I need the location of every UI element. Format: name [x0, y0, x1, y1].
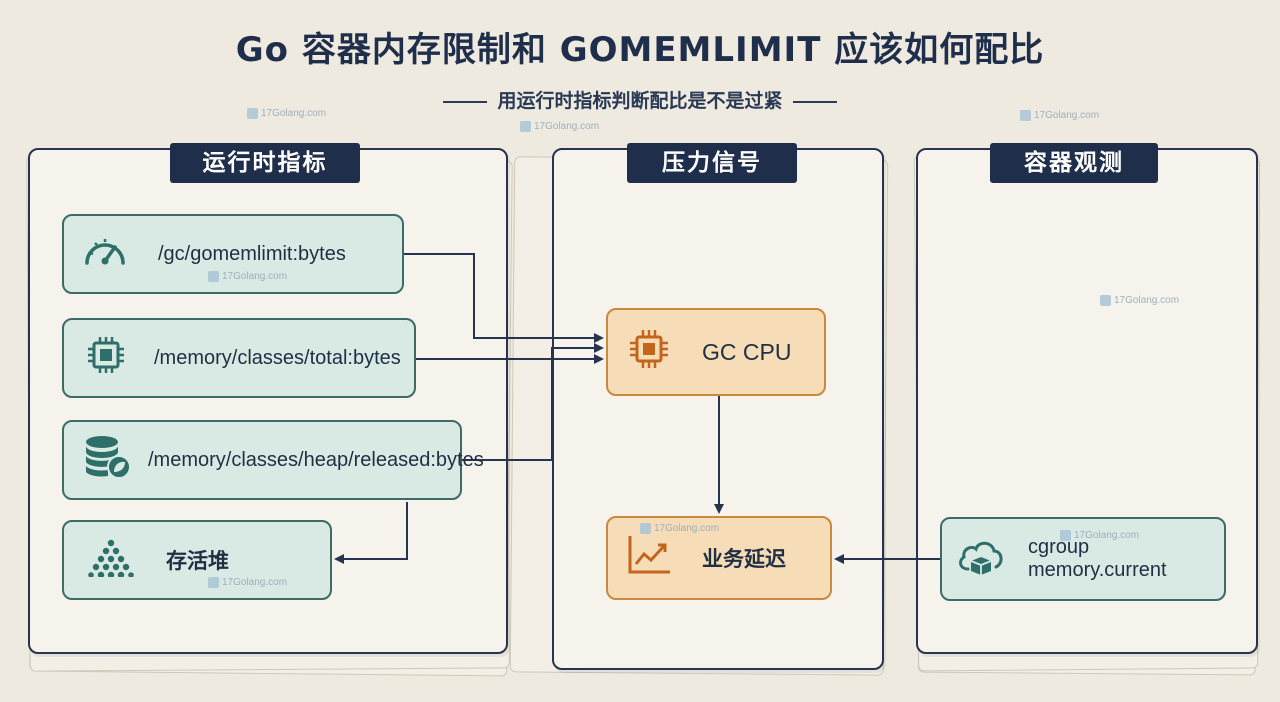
- arrow-gomemlimit-to-gccpu: [404, 253, 604, 343]
- node-live-heap-label: 存活堆: [166, 549, 229, 573]
- cpu-icon: [628, 328, 670, 376]
- node-business-latency-label: 业务延迟: [702, 547, 786, 571]
- watermark: 17Golang.com: [1060, 530, 1139, 541]
- node-heap-released: /memory/classes/heap/released:bytes: [62, 420, 484, 500]
- node-gomemlimit-label: /gc/gomemlimit:bytes: [158, 242, 346, 265]
- cloud-box-icon: [956, 535, 1006, 583]
- node-memory-total: /memory/classes/total:bytes: [62, 318, 416, 398]
- chip-icon: [86, 335, 126, 381]
- page-title: Go 容器内存限制和 GOMEMLIMIT 应该如何配比: [235, 30, 1045, 70]
- watermark: 17Golang.com: [208, 271, 287, 282]
- trend-chart-icon: [626, 534, 672, 582]
- watermark: 17Golang.com: [247, 108, 326, 119]
- panel-header-pressure: 压力信号: [627, 143, 797, 183]
- node-cgroup-memory-label: cgroup memory.current: [1028, 536, 1167, 581]
- watermark: 17Golang.com: [640, 523, 719, 534]
- node-memory-total-label: /memory/classes/total:bytes: [154, 346, 401, 369]
- subtitle-dash-right: [792, 100, 837, 103]
- node-gc-cpu: GC CPU: [606, 308, 826, 396]
- gauge-icon: [82, 231, 128, 277]
- watermark: 17Golang.com: [1020, 110, 1099, 121]
- panel-header-container: 容器观测: [990, 143, 1158, 183]
- arrow-released-to-gccpu: [462, 343, 604, 461]
- page-subtitle: 用运行时指标判断配比是不是过紧: [0, 86, 1280, 113]
- panel-header-runtime: 运行时指标: [170, 143, 360, 183]
- watermark: 17Golang.com: [1100, 295, 1179, 306]
- subtitle-dash-left: [443, 100, 488, 103]
- watermark: 17Golang.com: [520, 121, 599, 132]
- dot-pyramid-icon: [86, 537, 136, 583]
- node-gomemlimit: /gc/gomemlimit:bytes: [62, 214, 404, 294]
- node-live-heap: 存活堆: [62, 520, 332, 600]
- node-gc-cpu-label: GC CPU: [702, 338, 792, 365]
- database-leaf-icon: [82, 434, 132, 486]
- arrow-released-to-liveheap: [334, 502, 408, 564]
- watermark: 17Golang.com: [208, 577, 287, 588]
- node-heap-released-label: /memory/classes/heap/released:bytes: [148, 448, 484, 471]
- subtitle-text: 用运行时指标判断配比是不是过紧: [497, 90, 783, 112]
- node-cgroup-memory: cgroup memory.current: [940, 517, 1226, 601]
